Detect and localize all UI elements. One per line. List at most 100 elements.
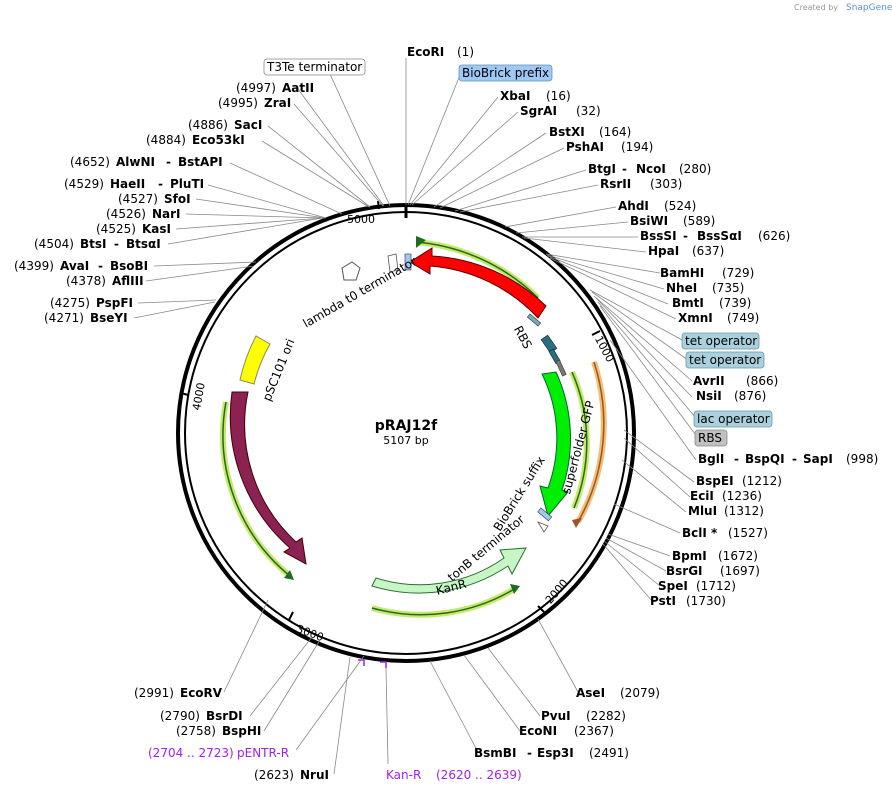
snapgene-logo: SnapGene <box>846 3 892 13</box>
site-sapi[interactable]: SapI <box>803 452 833 466</box>
site-ahdi[interactable]: AhdI <box>618 199 649 213</box>
tet-operator-box-1[interactable] <box>540 334 558 354</box>
site-nrui[interactable]: NruI <box>300 768 329 782</box>
svg-text:-: - <box>98 259 103 273</box>
site-bamhi[interactable]: BamHI <box>660 266 704 280</box>
site-bseyi[interactable]: BseYI <box>90 311 128 325</box>
kanr-feature[interactable] <box>371 547 527 594</box>
site-bgli[interactable]: BglI <box>698 452 724 466</box>
rbs-box-1[interactable] <box>526 313 542 327</box>
svg-text:(1730): (1730) <box>686 594 726 608</box>
primer-pentr-r[interactable]: pENTR-R <box>237 746 289 760</box>
tick-4000: 4000 <box>190 382 208 412</box>
site-bspqi[interactable]: BspQI <box>745 452 785 466</box>
primer-kan-r[interactable]: Kan-R <box>386 768 421 782</box>
site-nsii[interactable]: NsiI <box>696 389 722 403</box>
svg-text:-: - <box>622 162 627 176</box>
t3te-terminator-glyph[interactable] <box>387 253 399 273</box>
site-zrai[interactable]: ZraI <box>264 96 291 110</box>
lac-operator-label-box[interactable] <box>693 410 773 428</box>
site-esp3i[interactable]: Esp3I <box>537 746 574 760</box>
site-avrii[interactable]: AvrII <box>693 374 725 388</box>
site-mlui[interactable]: MluI <box>688 504 717 518</box>
t3te-label: T3Te terminator <box>266 60 362 74</box>
site-hpai[interactable]: HpaI <box>648 244 679 258</box>
site-bsrdi[interactable]: BsrDI <box>206 709 243 723</box>
site-btsai[interactable]: BtsαI <box>126 237 161 251</box>
svg-text:(524): (524) <box>664 199 696 213</box>
site-bstxi[interactable]: BstXI <box>549 125 585 139</box>
rbs-box-2[interactable] <box>555 359 567 377</box>
site-econi[interactable]: EcoNI <box>519 724 557 738</box>
site-saci[interactable]: SacI <box>234 118 262 132</box>
site-xbai[interactable]: XbaI <box>500 89 530 103</box>
site-haeii[interactable]: HaeII <box>110 177 145 191</box>
rbs-box-label: RBS <box>698 431 722 445</box>
site-pluti[interactable]: PluTI <box>170 177 204 191</box>
site-ncoi[interactable]: NcoI <box>636 162 666 176</box>
biobrick-prefix-label-box[interactable] <box>458 64 553 82</box>
svg-text:(2282): (2282) <box>586 709 626 723</box>
site-bmti[interactable]: BmtI <box>672 296 704 310</box>
site-ecori[interactable]: EcoRI <box>407 45 444 59</box>
primer-kan-range: (2620 .. 2639) <box>436 768 522 782</box>
site-psti[interactable]: PstI <box>650 594 676 608</box>
site-bsphi[interactable]: BspHI <box>222 724 261 738</box>
site-bstapi[interactable]: BstAPI <box>178 155 223 169</box>
site-bsssai[interactable]: BssSαI <box>697 229 742 243</box>
svg-text:(876): (876) <box>734 389 766 403</box>
svg-text:(2491): (2491) <box>589 746 629 760</box>
site-rsrii[interactable]: RsrII <box>600 177 631 191</box>
biobrick-suffix-box[interactable] <box>537 507 553 522</box>
site-bsiwi[interactable]: BsiWI <box>630 214 668 228</box>
site-bsrgi[interactable]: BsrGI <box>666 564 703 578</box>
site-nhei[interactable]: NheI <box>666 281 697 295</box>
svg-text:(998): (998) <box>846 452 878 466</box>
tet-operator-label-box-1[interactable] <box>681 332 760 350</box>
svg-text:(1672): (1672) <box>718 549 758 563</box>
rep101-feature[interactable] <box>229 391 307 565</box>
site-pshai[interactable]: PshAI <box>566 140 604 154</box>
site-pspfi[interactable]: PspFI <box>96 296 133 310</box>
site-bpmi[interactable]: BpmI <box>672 549 707 563</box>
site-kasi[interactable]: KasI <box>142 222 171 236</box>
svg-text:(4886): (4886) <box>188 118 228 132</box>
site-bcli[interactable]: BclI * <box>682 526 718 540</box>
orange-direction-arc <box>577 361 605 523</box>
tick-5000: 5000 <box>347 213 375 226</box>
site-bsssi[interactable]: BssSI <box>640 229 677 243</box>
site-pvui[interactable]: PvuI <box>541 709 571 723</box>
biobrick-prefix-box[interactable] <box>404 253 412 271</box>
site-spei[interactable]: SpeI <box>658 579 688 593</box>
rbs-label-box[interactable] <box>694 429 728 447</box>
tet-operator-label-box-2[interactable] <box>685 351 765 369</box>
site-sfoi[interactable]: SfoI <box>164 192 191 206</box>
svg-text:(2367): (2367) <box>574 724 614 738</box>
t3te-box[interactable] <box>263 58 366 76</box>
svg-text:(32): (32) <box>576 104 601 118</box>
psc101-ori-feature[interactable] <box>239 335 271 385</box>
site-afliii[interactable]: AflIII <box>112 274 144 288</box>
tonb-terminator-glyph[interactable] <box>537 521 549 533</box>
site-bsmbi[interactable]: BsmBI <box>474 746 516 760</box>
site-bspei[interactable]: BspEI <box>696 474 734 488</box>
site-asei[interactable]: AseI <box>576 686 605 700</box>
mrfp1-feature[interactable] <box>409 247 547 319</box>
site-btgi[interactable]: BtgI <box>588 162 616 176</box>
site-alwni[interactable]: AlwNI <box>116 155 155 169</box>
site-nari[interactable]: NarI <box>152 207 181 221</box>
sfgfp-feature[interactable] <box>539 371 571 518</box>
svg-text:(2758): (2758) <box>176 724 216 738</box>
lambda-terminator-glyph[interactable] <box>341 261 361 281</box>
site-aatii[interactable]: AatII <box>282 81 314 95</box>
gfp-direction-arc <box>571 371 588 509</box>
primer-pentr-range: (2704 .. 2723) <box>148 746 234 760</box>
site-eco53ki[interactable]: Eco53kI <box>192 133 245 147</box>
site-ecii[interactable]: EciI <box>690 489 714 503</box>
site-avai[interactable]: AvaI <box>60 259 89 273</box>
site-ecorv[interactable]: EcoRV <box>180 686 223 700</box>
site-xmni[interactable]: XmnI <box>678 311 713 325</box>
site-btsi[interactable]: BtsI <box>80 237 107 251</box>
site-sgrai[interactable]: SgrAI <box>520 104 557 118</box>
site-bsobi[interactable]: BsoBI <box>110 259 148 273</box>
